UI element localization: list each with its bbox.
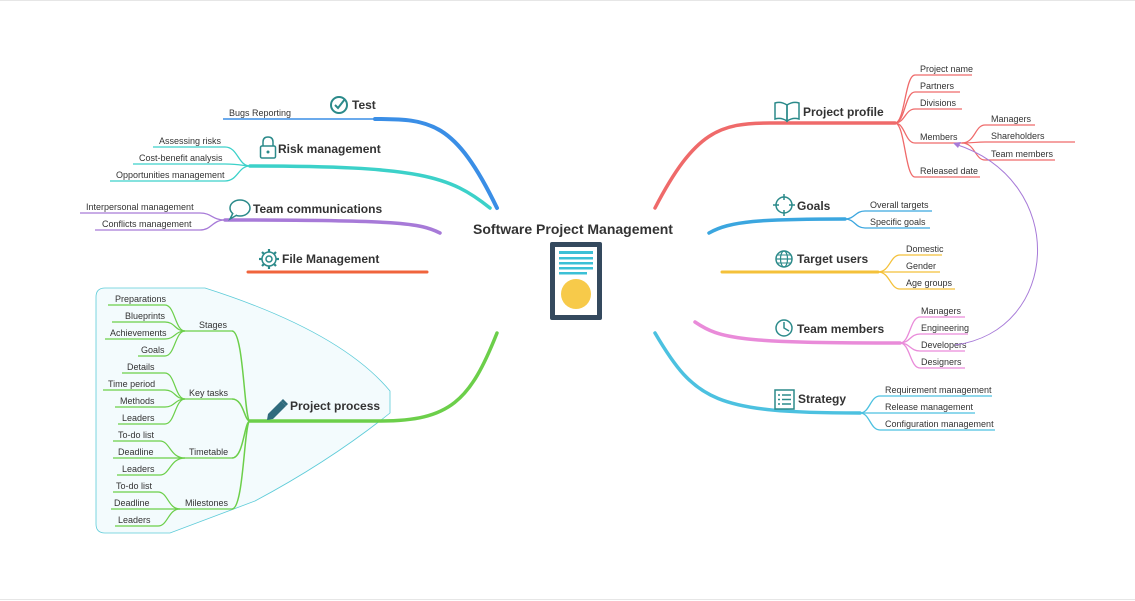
test-item: Bugs Reporting: [229, 108, 291, 118]
strategy-label: Strategy: [798, 392, 846, 406]
document-icon: [550, 242, 602, 320]
target-item: Gender: [906, 261, 936, 271]
team-item: Engineering: [921, 323, 969, 333]
profile-item: Partners: [920, 81, 955, 91]
team-label: Team members: [797, 322, 884, 336]
process-item: Leaders: [122, 413, 155, 423]
team-item: Designers: [921, 357, 962, 367]
central-topic[interactable]: Software Project Management: [473, 221, 673, 320]
profile-item: Divisions: [920, 98, 957, 108]
branch-profile[interactable]: Project profile Project name Partners Di…: [653, 64, 1075, 210]
profile-member: Managers: [991, 114, 1032, 124]
process-item: Leaders: [118, 515, 151, 525]
profile-label: Project profile: [803, 105, 884, 119]
risk-item: Opportunities management: [116, 170, 225, 180]
process-item: Time period: [108, 379, 155, 389]
branch-strategy[interactable]: Strategy Requirement management Release …: [653, 331, 995, 431]
risk-label: Risk management: [278, 142, 381, 156]
profile-member: Team members: [991, 149, 1054, 159]
team-item: Developers: [921, 340, 967, 350]
process-group-label: Milestones: [185, 498, 229, 508]
strategy-item: Requirement management: [885, 385, 992, 395]
branch-team[interactable]: Team members Managers Engineering Develo…: [693, 306, 969, 369]
branch-process[interactable]: Project process Stages Preparations Blue…: [103, 294, 499, 527]
test-label: Test: [352, 98, 376, 112]
communications-item: Conflicts management: [102, 219, 192, 229]
process-label: Project process: [290, 399, 380, 413]
target-item: Age groups: [906, 278, 953, 288]
process-item: Preparations: [115, 294, 167, 304]
goals-item: Overall targets: [870, 200, 929, 210]
process-item: Achievements: [110, 328, 167, 338]
clock-icon: [775, 319, 793, 337]
process-item: Goals: [141, 345, 165, 355]
team-item: Managers: [921, 306, 962, 316]
process-group-label: Stages: [199, 320, 228, 330]
gear-icon: [259, 249, 279, 269]
strategy-item: Configuration management: [885, 419, 994, 429]
process-group-label: Key tasks: [189, 388, 229, 398]
profile-item: Members: [920, 132, 958, 142]
target-item: Domestic: [906, 244, 944, 254]
strategy-item: Release management: [885, 402, 974, 412]
book-icon: [774, 101, 800, 123]
target-label: Target users: [797, 252, 868, 266]
communications-item: Interpersonal management: [86, 202, 194, 212]
target-icon: [773, 194, 795, 216]
list-icon: [774, 389, 795, 410]
process-item: Leaders: [122, 464, 155, 474]
process-item: Deadline: [118, 447, 154, 457]
goals-label: Goals: [797, 199, 831, 213]
branch-risk[interactable]: Risk management Assessing risks Cost-ben…: [110, 136, 492, 210]
relationship-arrow: [954, 143, 1038, 346]
branch-goals[interactable]: Goals Overall targets Specific goals: [707, 194, 932, 235]
chat-bubble-icon: [228, 199, 251, 221]
arrow-head-icon: [953, 142, 961, 148]
file-label: File Management: [282, 252, 379, 266]
check-circle-icon: [330, 96, 348, 114]
process-item: Details: [127, 362, 155, 372]
process-item: Deadline: [114, 498, 150, 508]
goals-item: Specific goals: [870, 217, 926, 227]
process-item: Methods: [120, 396, 155, 406]
process-item: To-do list: [116, 481, 153, 491]
process-item: Blueprints: [125, 311, 166, 321]
process-item: To-do list: [118, 430, 155, 440]
risk-item: Cost-benefit analysis: [139, 153, 223, 163]
branch-file[interactable]: File Management: [246, 249, 429, 274]
branch-target[interactable]: Target users Domestic Gender Age groups: [720, 244, 955, 290]
pencil-icon: [267, 399, 288, 420]
profile-item: Released date: [920, 166, 978, 176]
communications-label: Team communications: [253, 202, 382, 216]
process-group-label: Timetable: [189, 447, 228, 457]
branch-communications[interactable]: Team communications Interpersonal manage…: [80, 199, 442, 235]
branch-test[interactable]: Test Bugs Reporting: [223, 96, 499, 210]
profile-item: Project name: [920, 64, 973, 74]
central-title: Software Project Management: [473, 221, 673, 237]
risk-item: Assessing risks: [159, 136, 222, 146]
globe-icon: [775, 250, 793, 268]
lock-icon: [259, 136, 277, 159]
profile-member: Shareholders: [991, 131, 1045, 141]
